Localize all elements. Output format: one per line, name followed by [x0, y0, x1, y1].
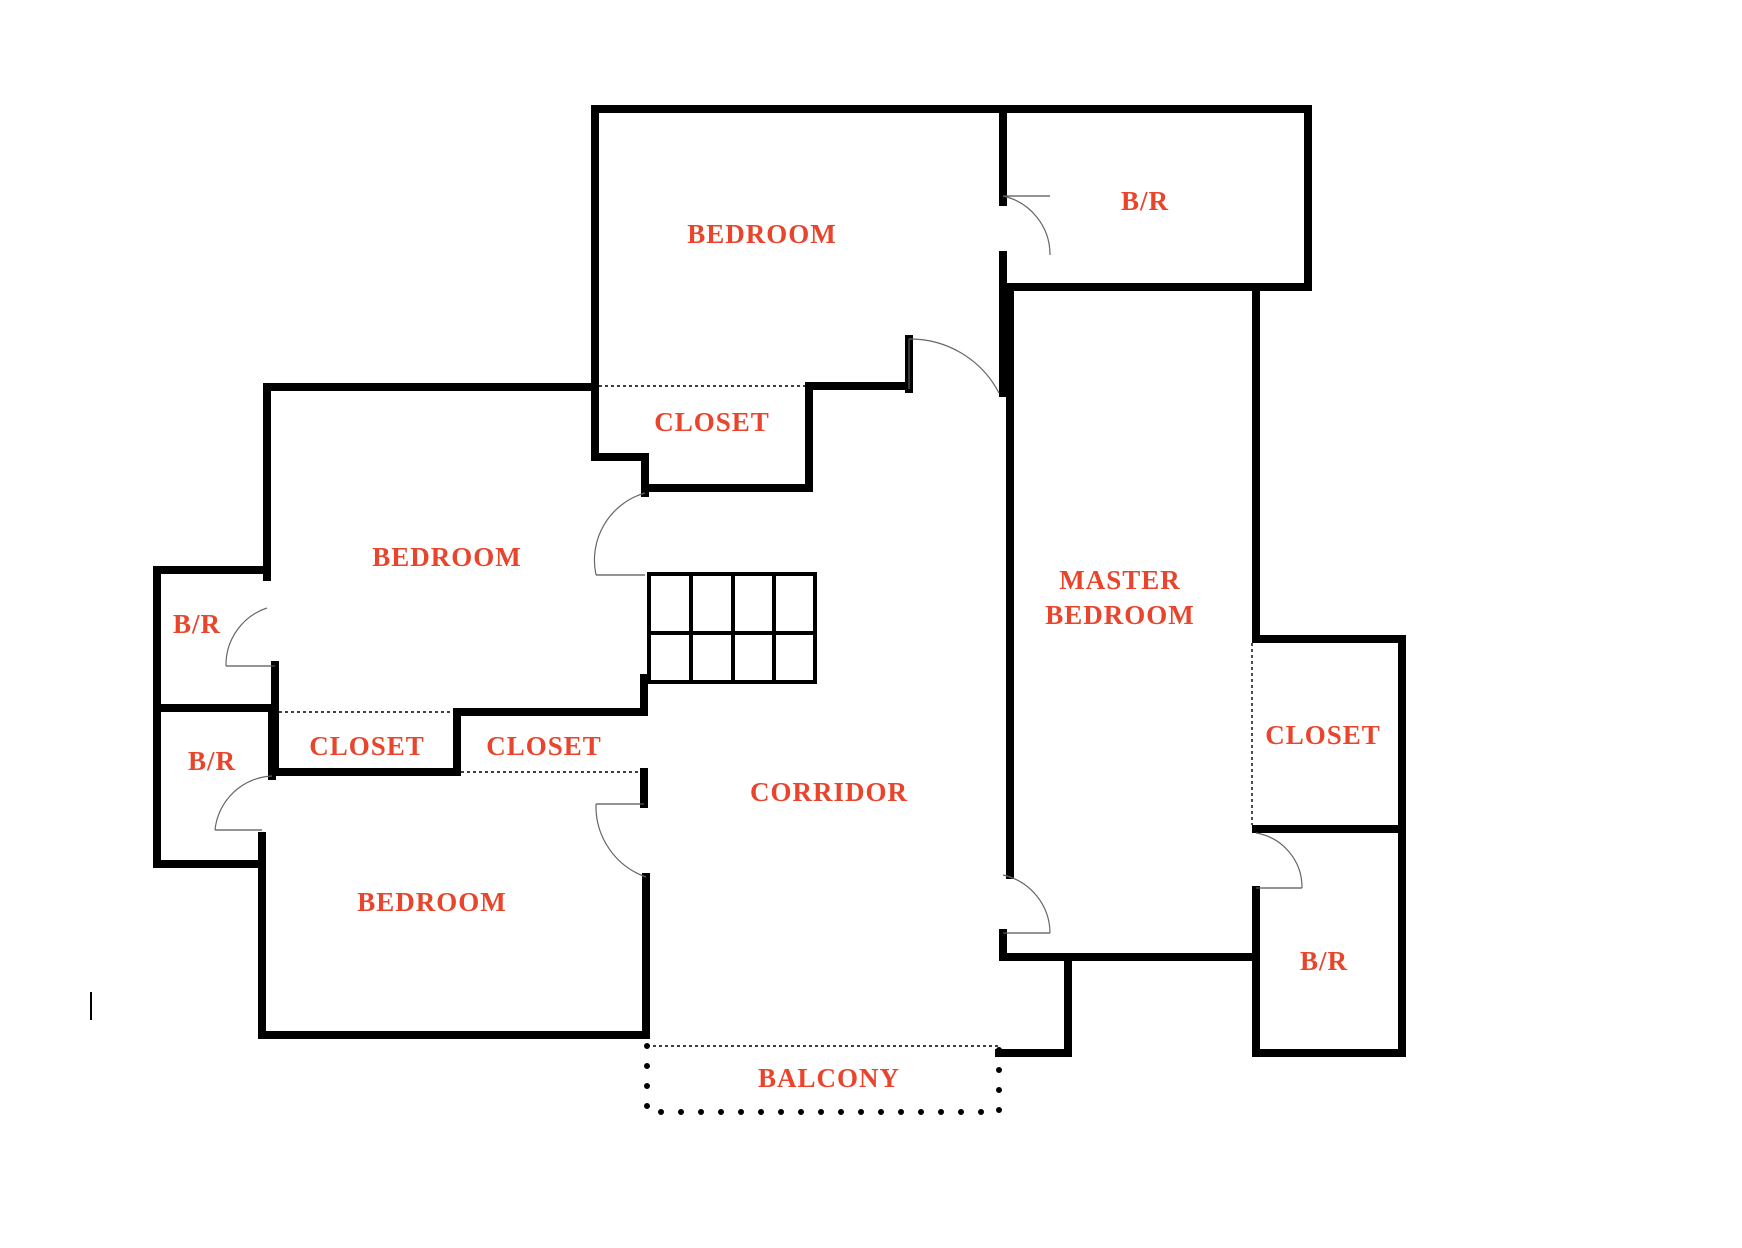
wall-master-bedroom-bottom: [999, 929, 1260, 961]
door-left-bathroom-lower: [214, 775, 273, 831]
label-closet-right: CLOSET: [1265, 720, 1381, 750]
door-bottom-bedroom: [595, 803, 647, 878]
label-closet-center: CLOSET: [486, 731, 602, 761]
wall-right-bathroom: [1252, 825, 1406, 1057]
wall-corridor-lower-right: [995, 956, 1072, 1057]
label-bathroom-left-upper: B/R: [173, 609, 221, 639]
wall-top-bathroom: [999, 105, 1312, 291]
balcony: [644, 1043, 1002, 1115]
doors: [214, 195, 1303, 934]
staircase: [647, 572, 817, 684]
door-left-bathroom-upper: [225, 607, 275, 667]
label-bathroom-top: B/R: [1121, 186, 1169, 216]
balcony-railing: [644, 1043, 1002, 1115]
label-balcony: BALCONY: [758, 1063, 900, 1093]
label-master-bedroom-line2: BEDROOM: [1045, 600, 1195, 630]
walls: [153, 105, 1406, 1057]
label-bedroom-middle: BEDROOM: [372, 542, 522, 572]
wall-middle-bedroom: [263, 383, 593, 581]
wall-bottom-bedroom: [258, 832, 650, 1039]
label-bedroom-bottom: BEDROOM: [357, 887, 507, 917]
room-labels: BEDROOM B/R CLOSET BEDROOM B/R B/R CLOSE…: [173, 186, 1381, 1093]
wall-left-bathroom-upper: [153, 566, 279, 712]
wall-top-bedroom-outer: [591, 105, 1007, 492]
label-bathroom-left-lower: B/R: [188, 746, 236, 776]
wall-left-bathroom-lower: [153, 704, 266, 868]
label-closet-left: CLOSET: [309, 731, 425, 761]
door-top-bathroom: [1002, 195, 1051, 256]
label-bathroom-right: B/R: [1300, 946, 1348, 976]
door-top-bedroom: [908, 338, 1000, 394]
door-right-bathroom: [1255, 832, 1303, 889]
wall-right-closet: [1252, 635, 1406, 833]
door-master-bedroom: [1002, 874, 1051, 934]
label-master-bedroom-line1: MASTER: [1059, 565, 1181, 595]
label-bedroom-top: BEDROOM: [687, 219, 837, 249]
door-middle-bedroom: [593, 492, 646, 576]
closet-openings: [279, 385, 1253, 825]
label-closet-top: CLOSET: [654, 407, 770, 437]
label-corridor: CORRIDOR: [750, 777, 908, 807]
